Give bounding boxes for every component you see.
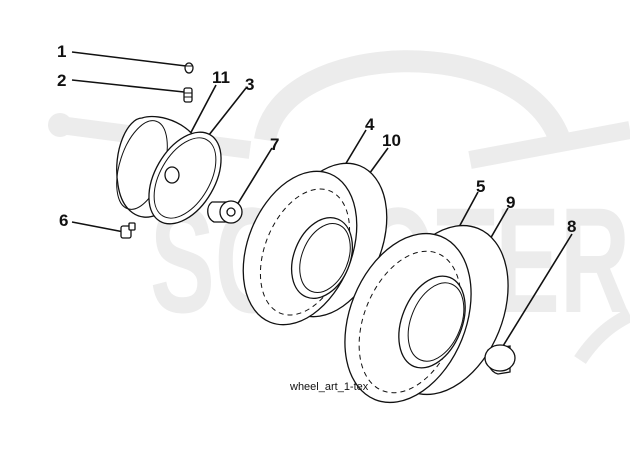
callout-11: 11 (212, 68, 230, 87)
watermark-swoosh (574, 308, 630, 364)
callout-3: 3 (245, 75, 254, 94)
wheel-rim-part (116, 115, 222, 225)
watermark-arc (254, 50, 571, 145)
leader-6 (71, 221, 125, 233)
callout-9: 9 (506, 193, 515, 212)
leader-11 (187, 84, 217, 139)
callout-7: 7 (270, 135, 279, 154)
grease-fitting-part (120, 222, 136, 239)
leader-8 (502, 233, 573, 347)
leader-1 (71, 51, 187, 67)
front-tire-part (242, 162, 388, 326)
figure-caption: wheel_art_1-tex (289, 381, 369, 393)
callout-5: 5 (476, 177, 485, 196)
watermark-dot (48, 113, 72, 137)
callout-8: 8 (567, 217, 576, 236)
valve-stem-part (183, 87, 193, 103)
callout-6: 6 (59, 211, 68, 230)
leader-2 (71, 79, 185, 93)
callout-1: 1 (57, 42, 66, 61)
hub-cap-part (484, 344, 516, 375)
callout-2: 2 (57, 71, 66, 90)
callout-4: 4 (365, 115, 375, 134)
leader-7 (236, 147, 273, 206)
leader-3 (204, 87, 247, 141)
spacer-bushing-part (207, 200, 243, 224)
callout-10: 10 (382, 131, 401, 150)
valve-cap-part (184, 62, 194, 74)
rear-tire-part (344, 224, 509, 404)
callout-labels: 1 2 11 3 7 4 10 6 5 9 8 (57, 42, 576, 236)
watermark-bar-right (468, 121, 630, 169)
